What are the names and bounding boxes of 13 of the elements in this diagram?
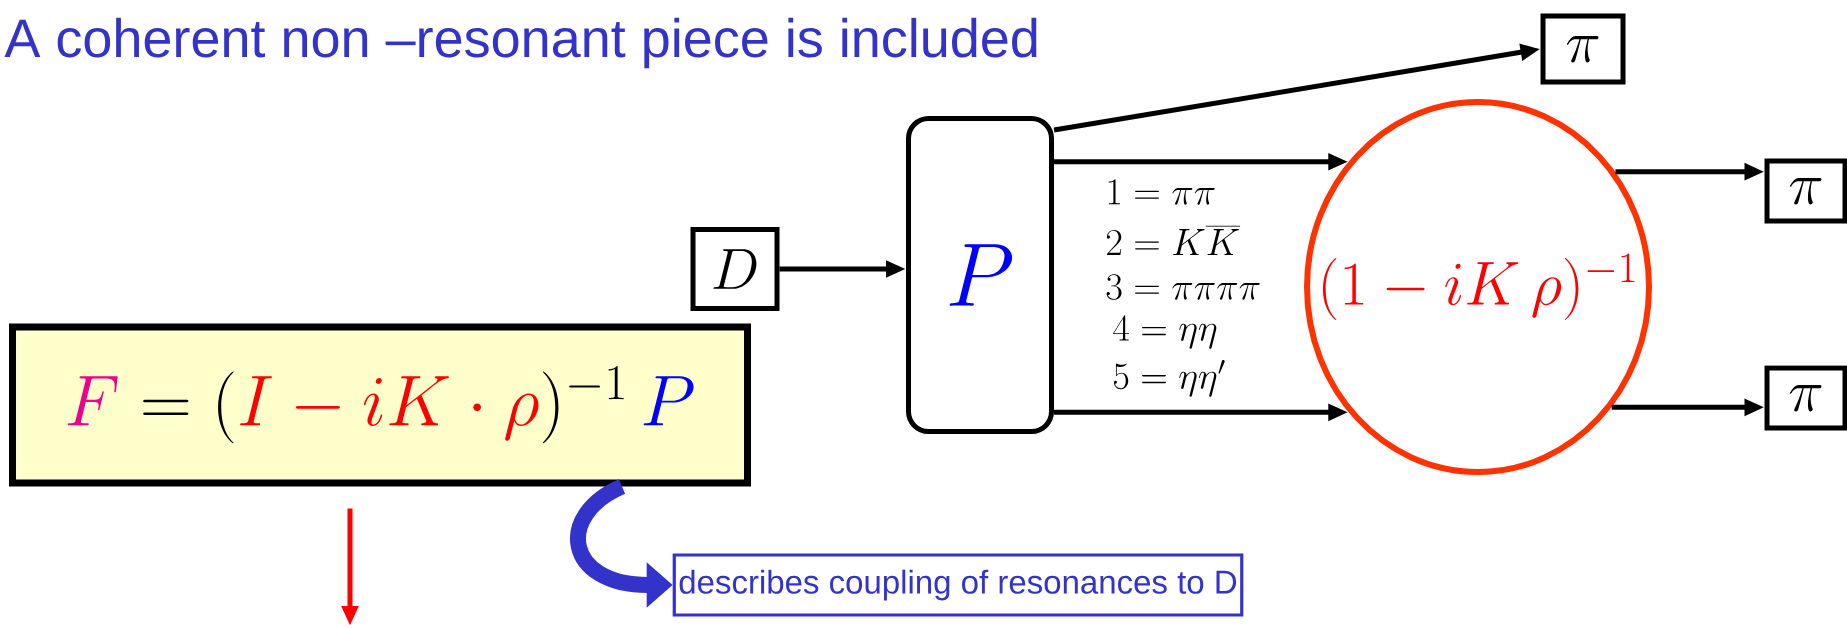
channel-label: $2 = K\overline{K}$	[1107, 226, 1241, 255]
formula-box: $\textcolor{magenta}{F} = (\textcolor{red}{I - iK\cdot\rho})^{-1}\,\textcolor{blue}{P}$	[9, 323, 751, 487]
particle-box: $\pi$	[1764, 365, 1847, 431]
heading-text: A coherent non –resonant piece is included	[4, 17, 1037, 69]
channel-label: $1 = \pi\pi$	[1108, 179, 1215, 205]
channel-label: $5 = \eta\eta'$	[1114, 359, 1225, 397]
channel-label: $4 = \eta\eta$	[1113, 315, 1217, 349]
particle-box: $\pi$	[1540, 13, 1626, 85]
particle-box: $D$	[690, 227, 780, 311]
process-box: $P$	[906, 116, 1054, 434]
particle-box: $\pi$	[1764, 158, 1847, 224]
note-box: describes coupling of resonances to D	[672, 553, 1244, 617]
channel-label: $3 = \pi\pi\pi\pi$	[1106, 274, 1260, 300]
